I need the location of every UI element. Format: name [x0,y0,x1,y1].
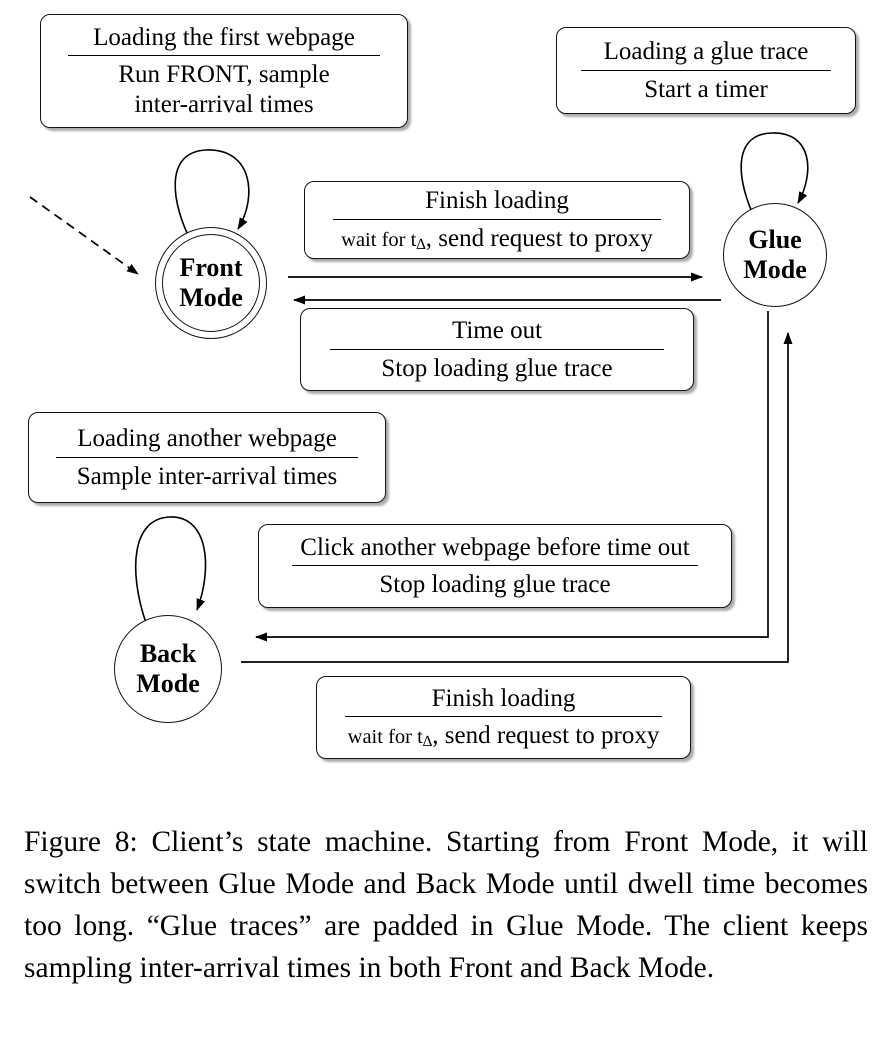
box-title: Click another webpage before time out [300,533,690,561]
action-text: , send request to proxy [425,224,653,252]
state-label: Mode [179,283,243,312]
delta-subscript: ∆ [422,733,433,750]
box-separator [291,565,699,566]
box-separator [333,218,661,220]
box-separator [580,69,832,71]
box-separator [329,348,665,350]
state-label: Mode [136,669,200,698]
box-separator [344,716,663,718]
glue-mode-self-loop [740,132,809,213]
box-action: wait for t∆, send request to proxy [327,721,680,751]
box-title: Loading another webpage [77,425,337,452]
back-mode-self-loop [134,516,207,624]
box-loading-another-webpage: Loading another webpage Sample inter-arr… [28,412,386,503]
box-title: Loading a glue trace [603,38,809,65]
box-loading-glue-trace: Loading a glue trace Start a timer [556,27,856,114]
box-separator [68,55,380,57]
state-machine-connectors [29,132,809,663]
box-action: Start a timer [644,75,768,103]
box-title: Finish loading [425,187,569,215]
box-finish-loading-bottom: Finish loading wait for t∆, send request… [316,676,691,759]
state-label: Glue [748,225,802,255]
action-text: wait for t [347,726,423,749]
box-action: Stop loading glue trace [379,571,611,598]
front-mode-self-loop [174,149,250,242]
state-back-mode: Back Mode [114,615,222,723]
box-title: Loading the first webpage [93,23,355,51]
state-label: Back [139,639,197,669]
front-mode-inner-ring: Front Mode [162,234,260,332]
box-action: Stop loading glue trace [381,354,613,382]
action-text: , send request to proxy [432,722,660,750]
box-loading-first-webpage: Loading the first webpage Run FRONT, sam… [40,14,408,128]
box-action: wait for t∆, send request to proxy [315,224,679,254]
box-title: Finish loading [431,684,576,712]
box-finish-loading-top: Finish loading wait for t∆, send request… [304,181,690,259]
box-separator [55,456,359,458]
box-time-out: Time out Stop loading glue trace [300,308,694,391]
box-action: Run FRONT, sample inter-arrival times [118,61,330,118]
state-label: Front [179,253,243,283]
arrow-glue-to-back [255,311,769,642]
figure-caption: Figure 8: Client’s state machine. Starti… [24,826,868,984]
state-glue-mode: Glue Mode [723,203,827,307]
initial-state-arrow [29,196,139,275]
arrow-back-to-glue [241,332,793,663]
box-title: Time out [451,317,543,344]
state-front-mode: Front Mode [155,227,267,339]
box-action: Sample inter-arrival times [76,462,338,490]
state-label: Mode [743,255,807,284]
delta-subscript: ∆ [416,235,426,253]
action-text: wait for t [341,228,417,251]
box-click-another-webpage: Click another webpage before time out St… [258,524,732,608]
